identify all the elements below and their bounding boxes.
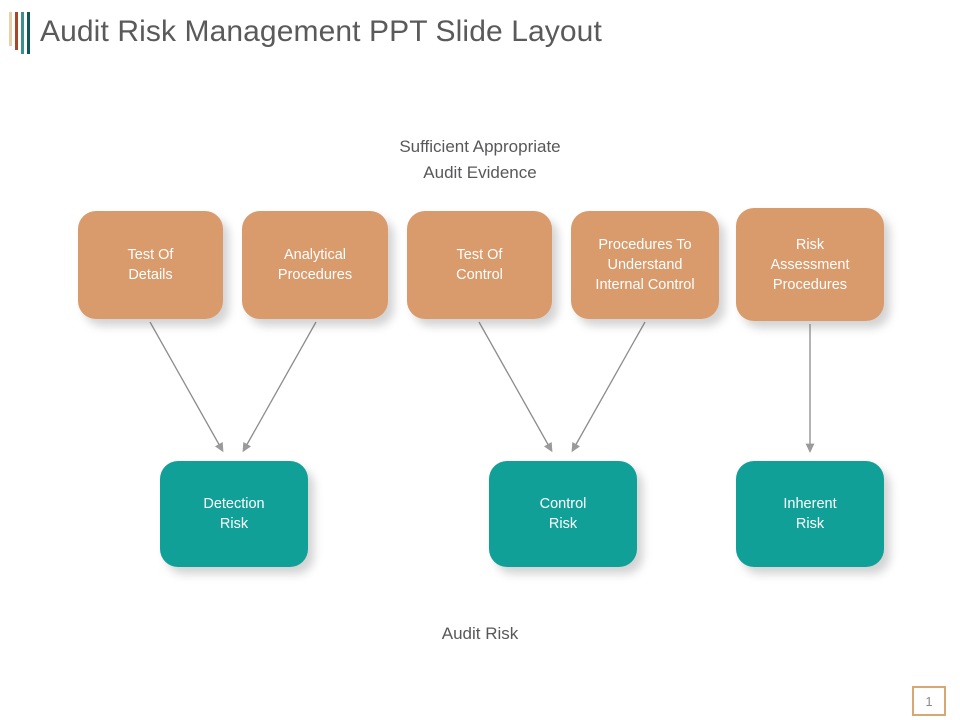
node-label: Procedures To Understand Internal Contro… bbox=[595, 235, 694, 295]
node-label: Inherent Risk bbox=[783, 494, 836, 534]
bottom-caption: Audit Risk bbox=[441, 624, 519, 643]
arrow-procedures-understand-to-control-risk bbox=[571, 321, 646, 453]
node-line-2: Understand bbox=[607, 257, 683, 273]
node-line-1: Procedures To bbox=[598, 237, 692, 253]
node-line-1: Risk bbox=[795, 236, 825, 253]
node-line-1: Detection bbox=[203, 496, 265, 512]
node-test-of-details[interactable]: Test Of Details bbox=[78, 211, 223, 319]
top-caption-line-2: Audit Evidence bbox=[423, 163, 537, 182]
node-label: Test Of Control bbox=[456, 245, 503, 285]
node-line-3: Procedures bbox=[772, 276, 848, 293]
node-label: Detection Risk bbox=[203, 494, 264, 534]
node-risk-assessment-procedures[interactable]: Risk Assessment Procedures bbox=[736, 208, 884, 321]
node-line-2: Procedures bbox=[277, 267, 353, 283]
node-line-1: Control bbox=[539, 496, 587, 512]
node-line-2: Risk bbox=[795, 516, 825, 532]
node-line-1: Analytical bbox=[283, 247, 347, 263]
node-line-2: Risk bbox=[219, 516, 249, 532]
node-analytical-procedures[interactable]: Analytical Procedures bbox=[242, 211, 388, 319]
top-caption-line-1: Sufficient Appropriate bbox=[399, 137, 561, 156]
node-line-2: Assessment bbox=[770, 256, 850, 273]
node-line-3: Internal Control bbox=[595, 277, 695, 293]
node-line-2: Control bbox=[456, 267, 503, 283]
node-inherent-risk[interactable]: Inherent Risk bbox=[736, 461, 884, 567]
node-line-1: Test Of bbox=[456, 247, 503, 263]
node-line-2: Details bbox=[128, 267, 173, 283]
slide-header: Audit Risk Management PPT Slide Layout bbox=[0, 0, 960, 66]
accent-bar-2 bbox=[15, 12, 18, 50]
node-line-1: Test Of bbox=[127, 247, 174, 263]
page-title: Audit Risk Management PPT Slide Layout bbox=[40, 15, 602, 48]
node-line-1: Inherent bbox=[783, 496, 837, 512]
accent-bar-1 bbox=[9, 12, 12, 46]
node-test-of-control[interactable]: Test Of Control bbox=[407, 211, 552, 319]
node-label: Control Risk bbox=[540, 494, 587, 534]
arrow-test-of-details-to-detection-risk bbox=[149, 321, 224, 453]
accent-bar-4 bbox=[27, 12, 30, 54]
node-line-2: Risk bbox=[548, 516, 578, 532]
arrow-analytical-procedures-to-detection-risk bbox=[242, 321, 317, 453]
arrow-test-of-control-to-control-risk bbox=[478, 321, 553, 453]
accent-bar-3 bbox=[21, 12, 24, 54]
node-detection-risk[interactable]: Detection Risk bbox=[160, 461, 308, 567]
node-label: Risk Assessment Procedures bbox=[771, 235, 850, 295]
page-number-badge: 1 bbox=[912, 686, 946, 716]
accent-bars-decoration bbox=[9, 12, 30, 54]
top-caption: Sufficient Appropriate Audit Evidence bbox=[330, 134, 630, 186]
node-label: Analytical Procedures bbox=[278, 245, 352, 285]
node-procedures-to-understand-internal-control[interactable]: Procedures To Understand Internal Contro… bbox=[571, 211, 719, 319]
node-label: Test Of Details bbox=[128, 245, 174, 285]
node-control-risk[interactable]: Control Risk bbox=[489, 461, 637, 567]
